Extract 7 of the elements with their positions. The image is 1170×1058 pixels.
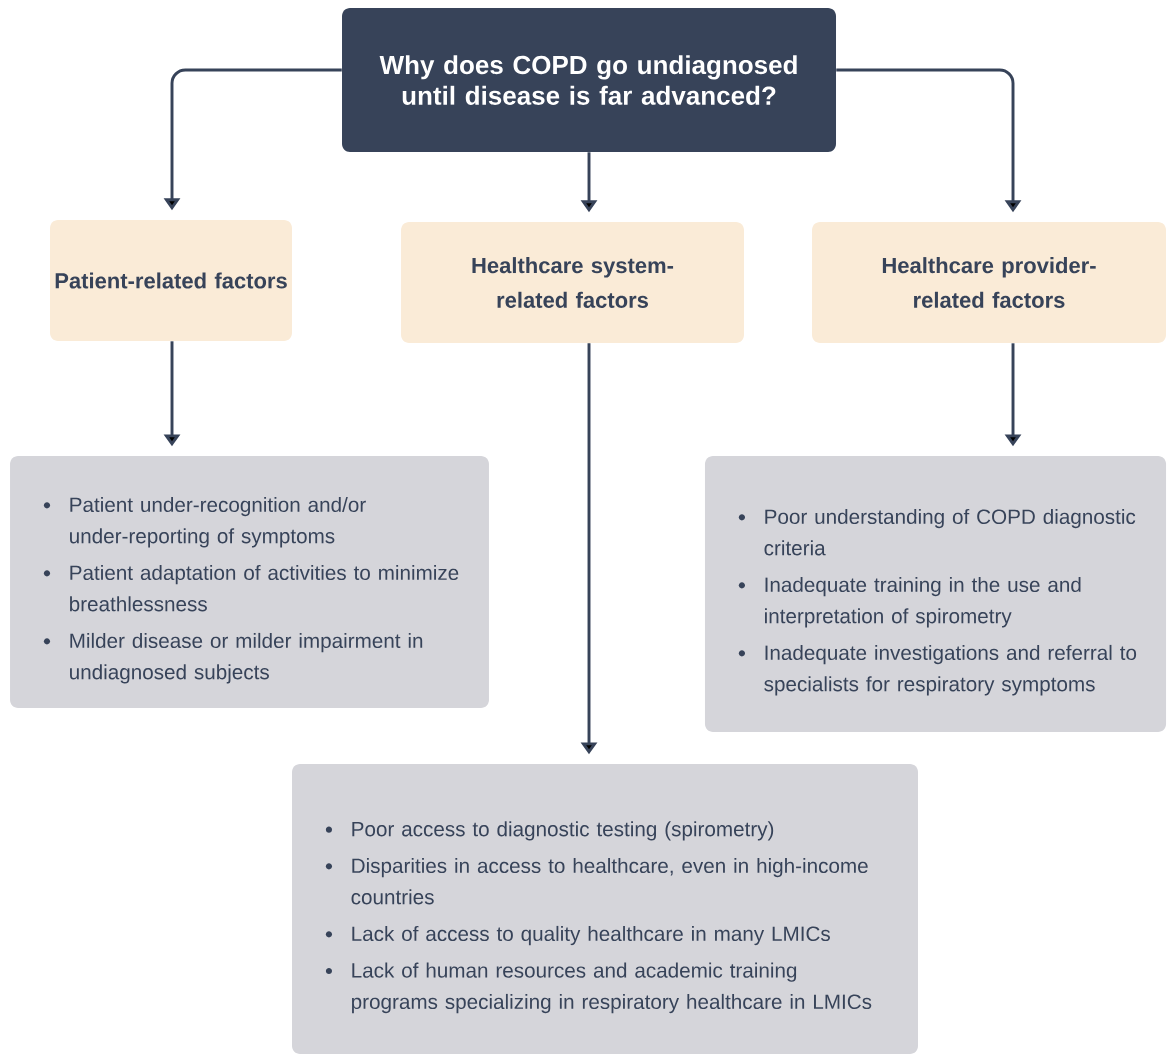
bullet-list-box: Patient under-recognition and/or under-reporting of symptoms Patient adaptation of activities to minimize breathlessness Milder disease or milder impairment in undiagnosed subjects	[10, 456, 489, 708]
category-box: Healthcare provider-related factors	[812, 221, 1166, 344]
question-box: Why does COPD go undiagnosed until disease is far advanced?	[342, 8, 836, 152]
category-box: Patient-related factors	[50, 220, 292, 342]
bullet-list-box: Poor understanding of COPD diagnostic criteria Inadequate training in the use and interpretation of spirometry Inadequate investigations and referral to specialists for respiratory symptoms	[705, 456, 1167, 732]
category-box: Healthcare system-related factors	[401, 221, 744, 344]
bullet-list-box: Poor access to diagnostic testing (spirometry) Disparities in access to healthcare, even in high-income countries Lack of access to quality healthcare in many LMICs Lack of human resources and academic training programs specializing in respiratory healthcare in LMICs	[292, 764, 918, 1054]
